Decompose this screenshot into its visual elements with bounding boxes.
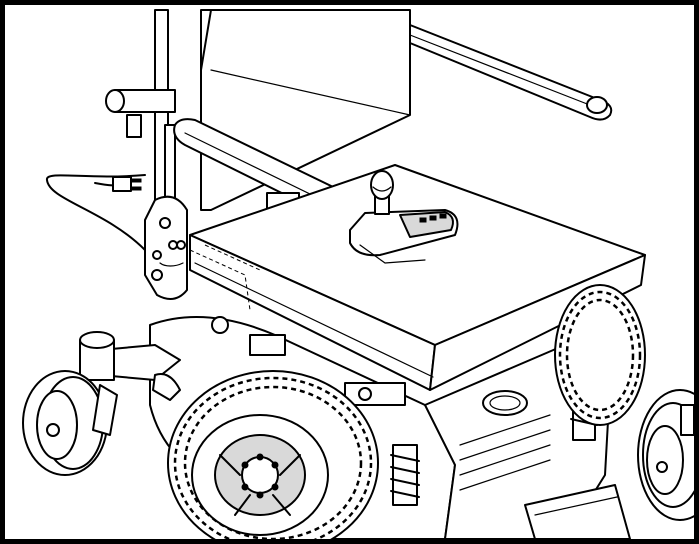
- power-wheelchair-illustration: [22, 9, 694, 539]
- front-footplate: [524, 484, 631, 539]
- right-caster: [637, 389, 694, 521]
- left-drive-wheel: [167, 370, 379, 539]
- joystick-controller: [349, 170, 459, 264]
- left-caster: [22, 331, 181, 476]
- side-bracket: [144, 195, 188, 300]
- right-drive-wheel: [554, 284, 646, 426]
- right-armrest: [409, 24, 613, 121]
